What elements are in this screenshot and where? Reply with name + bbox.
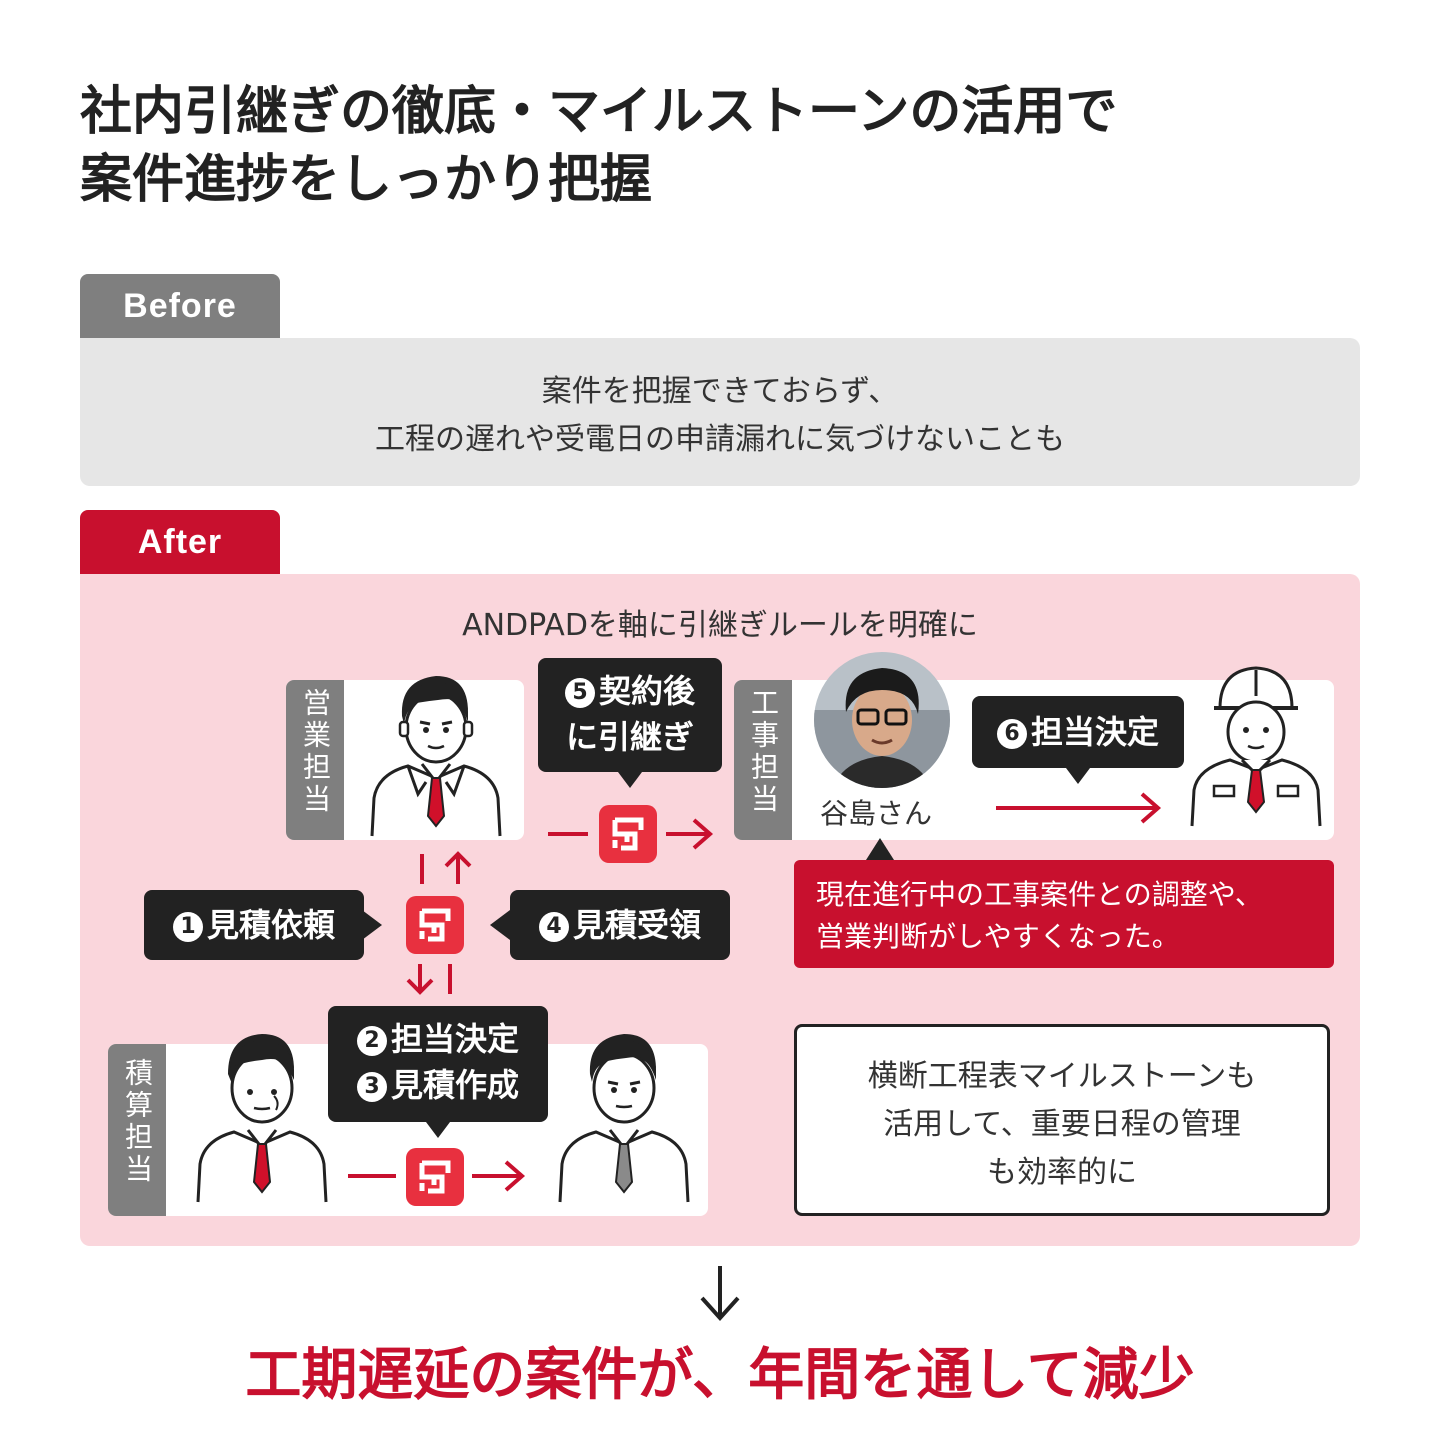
result-headline: 工期遅延の案件が、年間を通して減少: [245, 1343, 1195, 1408]
sales-role-label: 営業担当: [286, 680, 344, 840]
step1-label: 見積依頼: [206, 906, 335, 944]
andpad-logo-2: [406, 1148, 464, 1206]
step4-number: 4: [538, 912, 569, 942]
construction-worker-icon: [1190, 666, 1322, 827]
person-name: 谷島さん: [820, 797, 933, 830]
milestone-line-1: 横断工程表マイルストーンも: [867, 1059, 1257, 1094]
step6-tail: [1066, 768, 1090, 784]
up-exchange-arrows: [420, 851, 472, 884]
title-line-1: 社内引継ぎの徹底・マイルストーンの活用で: [80, 82, 1118, 142]
step5-number: 5: [564, 678, 595, 708]
construction-role-label: 工事担当: [734, 680, 792, 840]
before-tab: Before: [80, 274, 280, 338]
person-photo: [814, 652, 950, 788]
milestone-line-2: 活用して、重要日程の管理: [883, 1107, 1241, 1142]
step3-number: 3: [356, 1072, 387, 1102]
milestone-line-3: も効率的に: [987, 1155, 1137, 1190]
step5-line-2: に引継ぎ: [565, 718, 694, 756]
down-exchange-arrows: [406, 964, 452, 995]
andpad-mark-icon: [419, 908, 451, 942]
before-text-line-1: 案件を把握できておらず、: [541, 374, 899, 409]
page-title: 社内引継ぎの徹底・マイルストーンの活用で 案件進捗をしっかり把握: [80, 78, 1380, 214]
step5-label-1: 契約後: [598, 672, 695, 710]
step3-label: 見積作成: [390, 1066, 519, 1104]
handoff-arrow-5: [548, 818, 714, 850]
sales-role-text: 営業担当: [299, 688, 332, 816]
step2-number: 2: [356, 1026, 387, 1056]
estimator-staff-icon: [558, 1034, 690, 1203]
step1-number: 1: [172, 912, 203, 942]
red-note-line-1: 現在進行中の工事案件との調整や、: [816, 878, 1263, 911]
step6-number: 6: [996, 719, 1027, 749]
after-lead: ANDPADを軸に引継ぎルールを明確に: [462, 608, 978, 643]
step4-label: 見積受領: [572, 906, 701, 944]
note-tail: [866, 838, 894, 860]
step5-tail: [618, 772, 642, 788]
milestone-note: 横断工程表マイルストーンも 活用して、重要日程の管理 も効率的に: [794, 1024, 1330, 1216]
andpad-logo-1: [599, 805, 657, 863]
down-arrow-icon: [700, 1266, 740, 1321]
andpad-mark-icon: [419, 1160, 451, 1194]
step2-3-tail: [426, 1122, 450, 1138]
title-line-2: 案件進捗をしっかり把握: [80, 150, 653, 210]
step1-pointer: [362, 910, 382, 940]
red-note-line-2: 営業判断がしやすくなった。: [816, 920, 1180, 953]
salesperson-icon: [370, 676, 502, 837]
step6-label: 担当決定: [1030, 713, 1159, 751]
estimate-role-text: 積算担当: [121, 1058, 154, 1186]
estimator-manager-icon: [196, 1034, 328, 1203]
andpad-logo-hub: [406, 896, 464, 954]
estimate-arrow: [348, 1160, 526, 1192]
result-note-red: 現在進行中の工事案件との調整や、 営業判断がしやすくなった。: [794, 838, 1334, 968]
assign-arrow-6: [996, 792, 1162, 824]
step4-pointer: [490, 910, 510, 940]
after-tab: After: [80, 510, 280, 574]
step2-label: 担当決定: [390, 1020, 519, 1058]
estimate-role-label: 積算担当: [108, 1044, 166, 1216]
andpad-mark-icon: [612, 817, 644, 851]
before-text-line-2: 工程の遅れや受電日の申請漏れに気づけないことも: [375, 422, 1065, 457]
before-panel: 案件を把握できておらず、 工程の遅れや受電日の申請漏れに気づけないことも: [80, 338, 1360, 486]
construction-role-text: 工事担当: [747, 688, 780, 816]
